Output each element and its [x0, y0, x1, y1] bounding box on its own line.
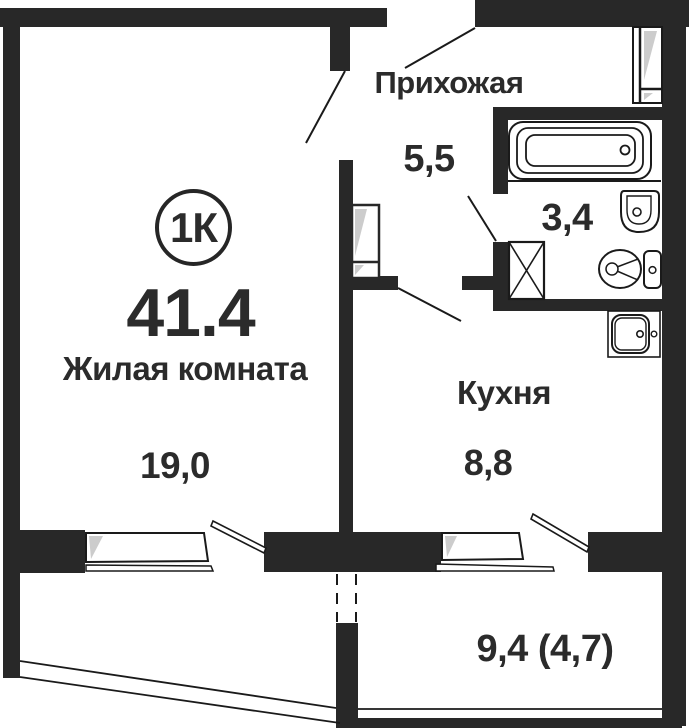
vent-shaft [350, 203, 381, 280]
bathtub-icon [508, 121, 661, 182]
bathroom-area: 3,4 [541, 197, 593, 239]
balcony-area: 9,4 (4,7) [476, 628, 614, 670]
window-shade [445, 536, 457, 557]
kitchen-balcony-door-leaf [530, 512, 590, 554]
hallway-area: 5,5 [403, 138, 455, 180]
total-area: 41.4 [126, 275, 255, 351]
wall-left [3, 8, 20, 678]
wall-bottom-center [264, 532, 441, 572]
hallway-window [632, 26, 663, 104]
kitchen-sink-icon [607, 310, 661, 358]
kitchen-window [435, 532, 555, 572]
wall-bathroom-left-lower [493, 242, 508, 310]
washing-machine-icon [507, 240, 546, 301]
balcony-railing [19, 660, 662, 724]
living-room-name: Жилая комната [62, 350, 308, 387]
living-door-swing [305, 70, 346, 144]
kitchen-door-swing [397, 287, 462, 322]
apartment-type-badge: 1К [155, 189, 232, 266]
living-room-area: 19,0 [139, 445, 211, 486]
hallway-name: Прихожая [374, 65, 524, 100]
living-room-window [85, 532, 215, 572]
living-balcony-door-leaf [209, 519, 268, 555]
kitchen-name: Кухня [457, 374, 551, 411]
wall-right [662, 0, 686, 726]
wall-balcony-pillar [336, 623, 358, 728]
wall-bathroom-top [493, 107, 662, 120]
entrance-door-swing [404, 27, 476, 69]
wall-top-left [0, 8, 387, 27]
wall-bottom-kitchen-right [588, 532, 665, 572]
apartment-type-label: 1К [170, 203, 218, 251]
wall-top-right [475, 0, 689, 27]
wall-balcony-bottom [352, 718, 682, 728]
toilet-icon [598, 249, 662, 289]
wall-bathroom-left-upper [493, 107, 508, 194]
wall-living-door-stub [330, 27, 350, 71]
balcony-partition-dashed [336, 574, 357, 622]
window-shade [89, 536, 103, 559]
washbasin-icon [620, 190, 660, 234]
bathroom-door-swing [467, 195, 497, 242]
wall-kitchen-door-stub-right [462, 276, 497, 290]
wall-bathroom-bottom [493, 299, 662, 311]
wall-kitchen-door-stub-left [352, 276, 398, 290]
kitchen-area: 8,8 [463, 442, 513, 483]
wall-room-divider [339, 160, 353, 533]
wall-bottom-living-left [3, 530, 85, 573]
